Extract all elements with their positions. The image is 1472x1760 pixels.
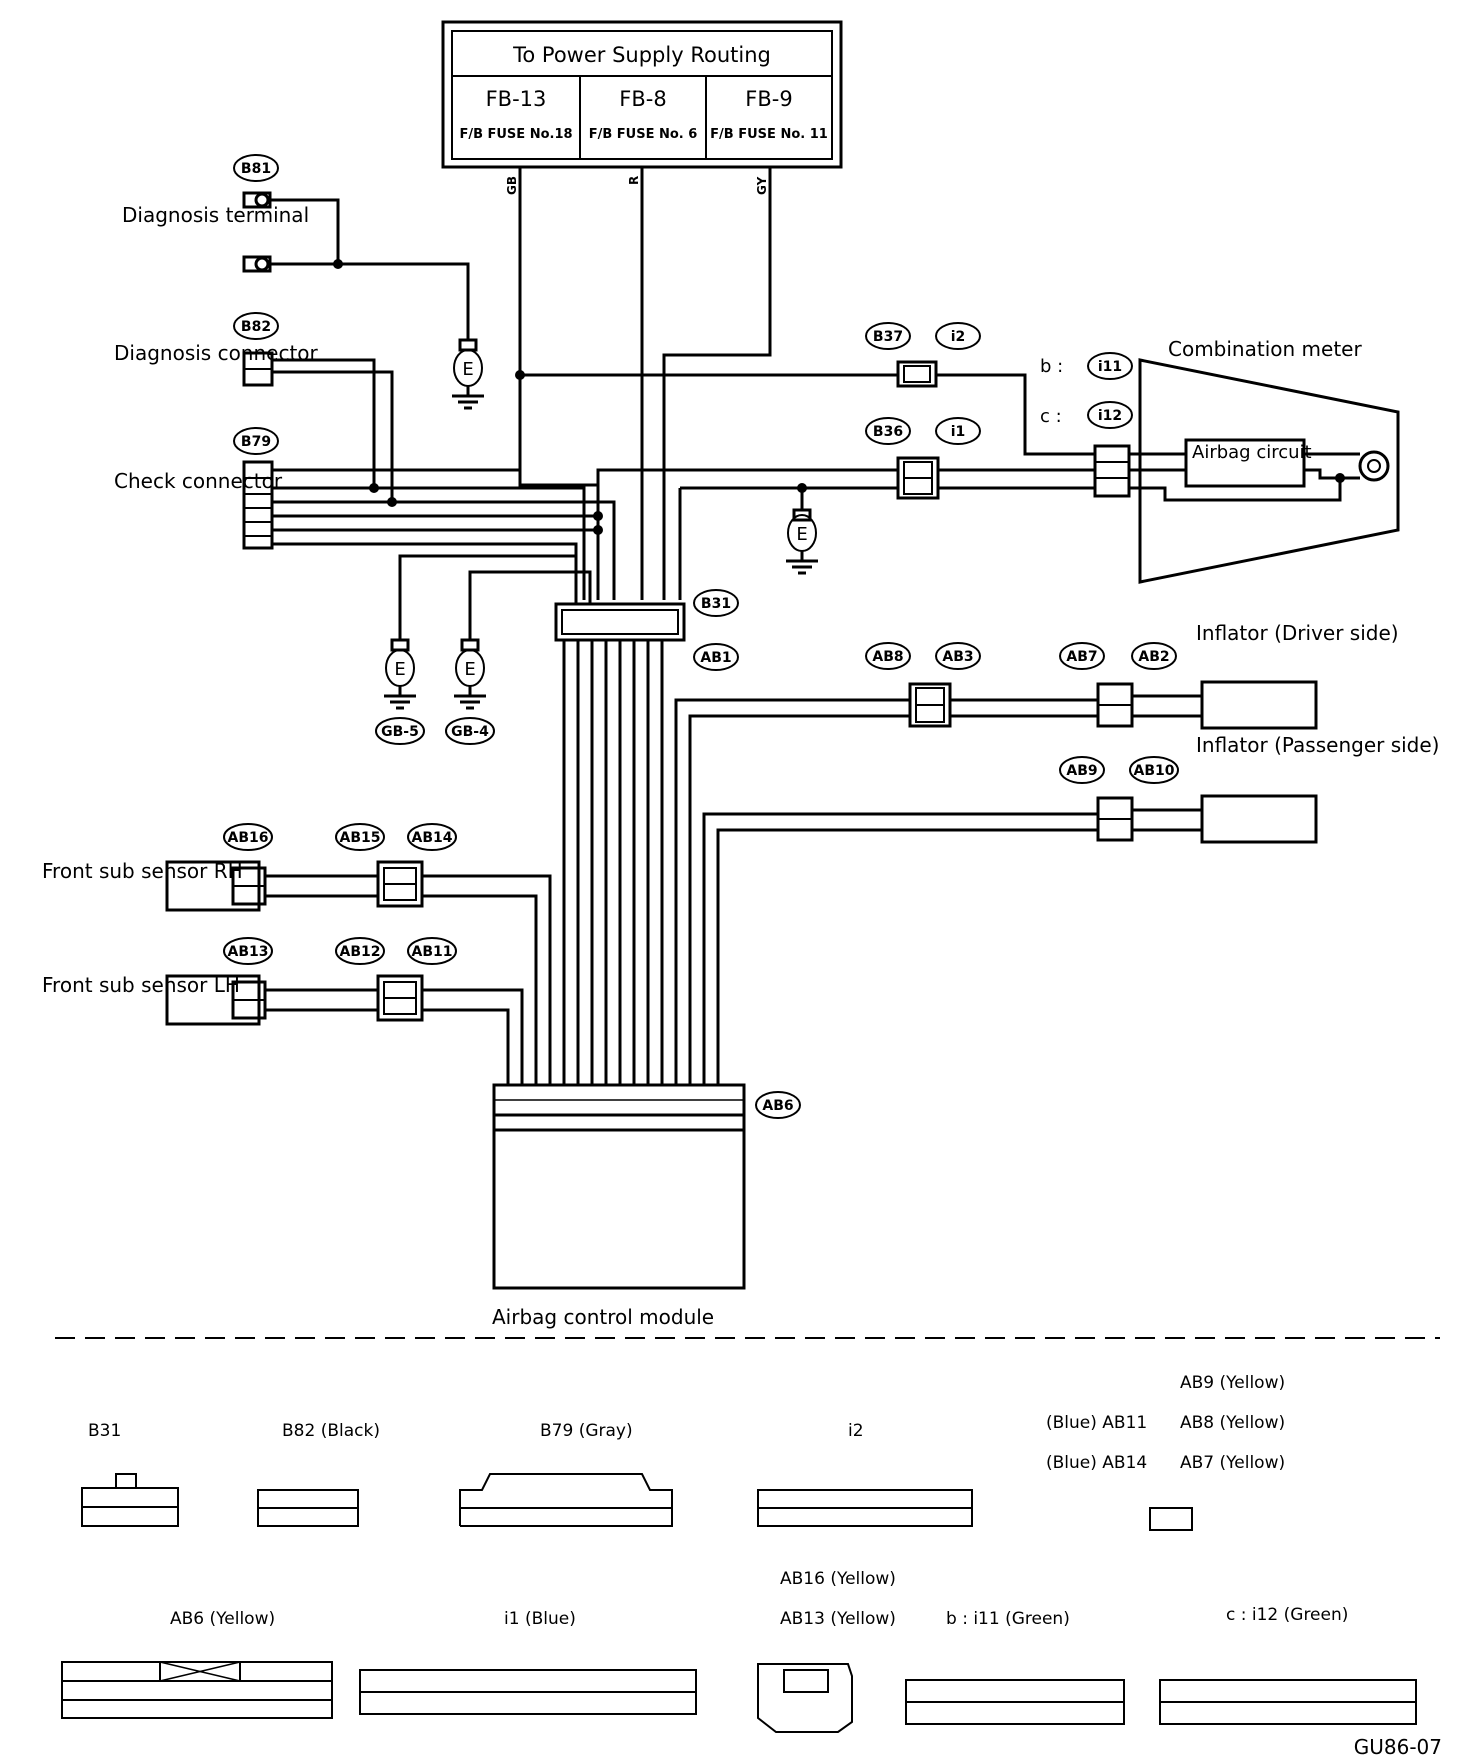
legend-b82-label: B82 (Black) — [282, 1421, 380, 1441]
inflator-driver-label: Inflator (Driver side) — [1196, 621, 1399, 645]
airbag-warning-lamp — [1358, 450, 1390, 482]
ab15-ab14-connector — [376, 860, 424, 908]
i11-i12-connector — [1093, 444, 1131, 498]
combination-meter-label: Combination meter — [1168, 337, 1362, 361]
wire-label-gb: GB — [505, 176, 519, 195]
legend-i12-label: c : i12 (Green) — [1226, 1605, 1348, 1625]
conn-ab14-id: AB14 — [412, 830, 453, 846]
fuse-fb13-code: FB-13 — [486, 87, 547, 111]
front-sub-rh-label: Front sub sensor RH — [42, 859, 243, 883]
conn-b79-id: B79 — [241, 434, 271, 450]
conn-b37-id: B37 — [873, 329, 903, 345]
power-supply-title: To Power Supply Routing — [512, 43, 771, 67]
wire-label-gy: GY — [755, 176, 769, 195]
ground-gb5-id: GB-5 — [381, 724, 419, 740]
conn-ab8-id: AB8 — [872, 649, 903, 665]
conn-ab6-id: AB6 — [762, 1098, 793, 1114]
conn-ab1-id: AB1 — [700, 650, 731, 666]
legend-ab16-label: AB16 (Yellow) — [780, 1569, 896, 1589]
legend-ab16-ab13-face — [757, 1663, 853, 1733]
wire-label-r: R — [627, 176, 641, 185]
conn-ab13-id: AB13 — [228, 944, 269, 960]
legend-ab-2pin-face — [1149, 1507, 1193, 1531]
b36-i1-connector — [896, 456, 940, 500]
conn-ab15-id: AB15 — [340, 830, 381, 846]
diag-terminal-text: Diagnosis terminal — [122, 203, 309, 227]
fuse-fb9-code: FB-9 — [745, 87, 792, 111]
conn-ab7-id: AB7 — [1066, 649, 1097, 665]
conn-b82-id: B82 — [241, 319, 271, 335]
conn-ab12-id: AB12 — [340, 944, 381, 960]
legend-ab8-label: AB8 (Yellow) — [1180, 1413, 1285, 1433]
legend-ab9-label: AB9 (Yellow) — [1180, 1373, 1285, 1393]
conn-ab10-id: AB10 — [1134, 763, 1175, 779]
conn-ab2-id: AB2 — [1138, 649, 1169, 665]
fuse-fb8-label: F/B FUSE No. 6 — [589, 127, 698, 142]
inflator-driver-box — [1200, 680, 1318, 730]
legend-ab14-label: (Blue) AB14 — [1046, 1453, 1147, 1473]
ground-e-2: E — [796, 524, 807, 545]
legend-b79-face — [459, 1473, 673, 1527]
legend-b31-label: B31 — [88, 1421, 121, 1441]
diag-terminal-label: Diagnosis terminal — [122, 203, 309, 227]
ab8-ab3-connector — [908, 682, 952, 728]
conn-ab9-id: AB9 — [1066, 763, 1097, 779]
ground-e-4: E — [464, 659, 475, 680]
legend-ab7-label: AB7 (Yellow) — [1180, 1453, 1285, 1473]
conn-i2-id: i2 — [951, 329, 966, 345]
conn-i11-id: i11 — [1098, 359, 1122, 375]
conn-b31-id: B31 — [701, 596, 731, 612]
legend-ab11-label: (Blue) AB11 — [1046, 1413, 1147, 1433]
conn-ab16-id: AB16 — [228, 830, 269, 846]
ground-gb4-id: GB-4 — [451, 724, 489, 740]
legend-i1-label: i1 (Blue) — [504, 1609, 576, 1629]
conn-b36-id: B36 — [873, 424, 903, 440]
conn-b81-id: B81 — [241, 161, 271, 177]
fuse-fb8-code: FB-8 — [619, 87, 666, 111]
legend-ab6-label: AB6 (Yellow) — [170, 1609, 275, 1629]
conn-i1-id: i1 — [951, 424, 966, 440]
inflator-passenger-label: Inflator (Passenger side) — [1196, 733, 1440, 757]
combination-meter-body — [1138, 358, 1400, 584]
check-connector-label: Check connector — [114, 469, 283, 493]
conn-ab11-id: AB11 — [412, 944, 453, 960]
wire-gy-power — [662, 167, 772, 600]
ground-e-3: E — [394, 659, 405, 680]
wire-gb-power — [518, 167, 600, 570]
legend-i2-label: i2 — [848, 1421, 864, 1441]
airbag-circuit-box — [1184, 438, 1306, 488]
airbag-control-module-box — [492, 1128, 746, 1290]
figure-code: GU86-07 — [1354, 1735, 1442, 1759]
ground-e-1: E — [462, 359, 473, 380]
fuse-fb13-label: F/B FUSE No.18 — [459, 127, 572, 142]
diag-connector-label: Diagnosis connector — [114, 341, 319, 365]
front-sub-lh-label: Front sub sensor LH — [42, 973, 240, 997]
inflator-passenger-box — [1200, 794, 1318, 844]
fuse-fb9-label: F/B FUSE No. 11 — [710, 127, 828, 142]
legend-i11-label: b : i11 (Green) — [946, 1609, 1070, 1629]
conn-i12-id: i12 — [1098, 408, 1122, 424]
airbag-circuit-label: Airbag circuit — [1192, 442, 1312, 463]
legend-ab13-label: AB13 (Yellow) — [780, 1609, 896, 1629]
conn-ab3-id: AB3 — [942, 649, 973, 665]
prefix-c: c : — [1040, 406, 1062, 427]
prefix-b: b : — [1040, 356, 1063, 377]
acm-label: Airbag control module — [492, 1305, 714, 1329]
b79-connector — [242, 460, 274, 550]
ab12-ab11-connector — [376, 974, 424, 1022]
legend-b79-label: B79 (Gray) — [540, 1421, 633, 1441]
